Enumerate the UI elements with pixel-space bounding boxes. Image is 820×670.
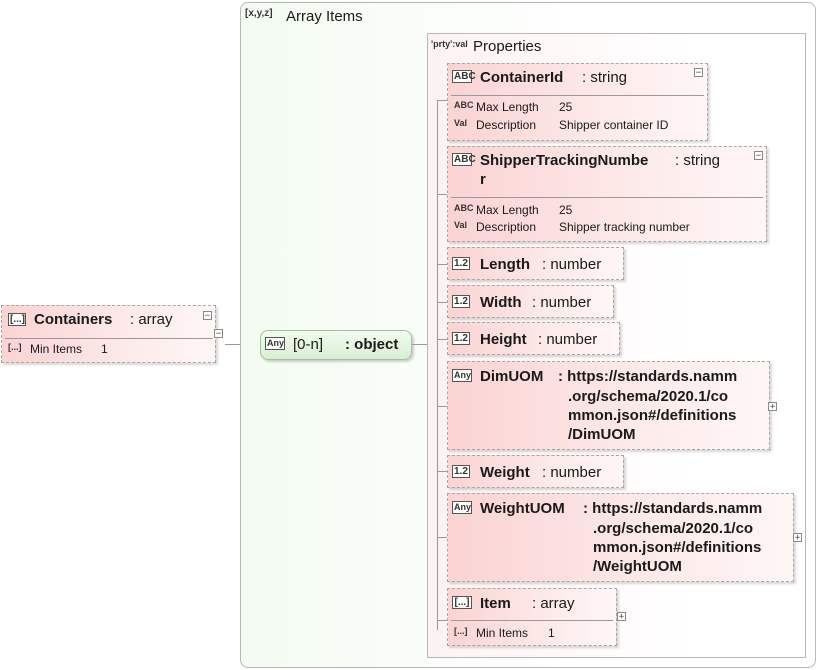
facet-icon: ABC bbox=[454, 100, 474, 110]
property-type: : number bbox=[542, 256, 602, 273]
any-icon: Any bbox=[452, 369, 472, 382]
any-icon: Any bbox=[452, 501, 472, 514]
divider bbox=[451, 95, 704, 96]
property-type-line2: .org/schema/2020.1/co bbox=[568, 388, 729, 405]
facet-icon: Val bbox=[454, 220, 468, 230]
containers-node[interactable]: [...] Containers : array − [...] Min Ite… bbox=[1, 305, 216, 363]
connector-line bbox=[437, 620, 447, 621]
containers-name: Containers bbox=[34, 311, 113, 328]
collapse-toggle-icon[interactable]: − bbox=[694, 68, 703, 78]
number-icon: 1.2 bbox=[452, 295, 470, 308]
facet-value: Shipper container ID bbox=[559, 118, 669, 132]
property-width[interactable]: 1.2 Width : number bbox=[447, 285, 614, 318]
number-icon: 1.2 bbox=[452, 257, 470, 270]
facet-value: Shipper tracking number bbox=[559, 220, 690, 234]
property-shippertrackingnumber[interactable]: ABC ShipperTrackingNumbe r : string − AB… bbox=[447, 146, 767, 242]
collapse-toggle-icon[interactable]: − bbox=[754, 151, 763, 161]
property-name: WeightUOM bbox=[480, 500, 565, 517]
any-icon: Any bbox=[265, 337, 285, 350]
array-icon: [...] bbox=[452, 596, 472, 609]
property-dimuom[interactable]: Any DimUOM : https://standards.namm .org… bbox=[447, 361, 770, 450]
facet-value: 25 bbox=[559, 100, 573, 114]
expand-toggle-icon[interactable]: + bbox=[793, 533, 802, 543]
object-node[interactable]: Any [0-n] : object bbox=[260, 330, 412, 360]
property-type-line4: /WeightUOM bbox=[593, 558, 682, 575]
property-name: Weight bbox=[480, 464, 530, 481]
property-name: ShipperTrackingNumbe bbox=[480, 152, 649, 169]
facet-value: 25 bbox=[559, 203, 573, 217]
connector-line bbox=[437, 302, 447, 303]
property-weightuom[interactable]: Any WeightUOM : https://standards.namm .… bbox=[447, 493, 794, 582]
facet-label: Description bbox=[476, 118, 537, 132]
property-type-line1: : https://standards.namm bbox=[558, 368, 738, 385]
property-item[interactable]: [...] Item : array [...] Min Items 1 bbox=[447, 588, 617, 646]
divider bbox=[5, 338, 213, 339]
property-type-line2: .org/schema/2020.1/co bbox=[593, 520, 754, 537]
connector-line bbox=[437, 406, 447, 407]
connector-line bbox=[437, 339, 447, 340]
string-icon: ABC bbox=[452, 70, 476, 83]
properties-label: Properties bbox=[473, 38, 542, 55]
property-name: ContainerId bbox=[480, 69, 564, 86]
connector-line bbox=[437, 471, 447, 472]
min-items-value: 1 bbox=[101, 342, 108, 356]
property-name: Length bbox=[480, 256, 530, 273]
facet-icon: [...] bbox=[454, 626, 468, 636]
facet-label: Max Length bbox=[476, 100, 539, 114]
connector-line bbox=[437, 194, 447, 195]
property-containerid[interactable]: ABC ContainerId : string − ABC Max Lengt… bbox=[447, 63, 708, 141]
property-type: : number bbox=[542, 464, 602, 481]
property-weight[interactable]: 1.2 Weight : number bbox=[447, 455, 624, 488]
property-type-line1: : https://standards.namm bbox=[583, 500, 763, 517]
array-facet-icon: [...] bbox=[8, 342, 22, 352]
property-height[interactable]: 1.2 Height : number bbox=[447, 322, 620, 355]
expand-toggle-icon[interactable]: + bbox=[617, 612, 626, 622]
facet-label: Max Length bbox=[476, 203, 539, 217]
containers-type: : array bbox=[130, 311, 173, 328]
property-type: : number bbox=[532, 294, 592, 311]
min-items-label: Min Items bbox=[30, 342, 83, 356]
property-type-line4: /DimUOM bbox=[568, 426, 636, 443]
divider bbox=[451, 197, 763, 198]
tree-line bbox=[437, 100, 438, 630]
facet-icon: Val bbox=[454, 118, 468, 128]
property-type: : number bbox=[538, 331, 598, 348]
property-type: : string bbox=[675, 152, 721, 169]
facet-value: 1 bbox=[548, 626, 555, 640]
property-type: : string bbox=[582, 69, 628, 86]
property-name: Item bbox=[480, 595, 511, 612]
object-range: [0-n] bbox=[293, 336, 324, 353]
connector-line bbox=[437, 537, 447, 538]
connector-line bbox=[412, 344, 427, 345]
number-icon: 1.2 bbox=[452, 332, 470, 345]
facet-label: Description bbox=[476, 220, 537, 234]
properties-tag: 'prty':val bbox=[431, 39, 468, 49]
expand-toggle-icon[interactable]: + bbox=[768, 402, 777, 412]
string-icon: ABC bbox=[452, 153, 476, 166]
property-type-line3: mmon.json#/definitions bbox=[568, 407, 737, 424]
divider bbox=[451, 620, 613, 621]
property-name: DimUOM bbox=[480, 368, 544, 385]
property-type-line3: mmon.json#/definitions bbox=[593, 539, 762, 556]
collapse-toggle-icon[interactable]: − bbox=[203, 311, 212, 321]
property-name: Width bbox=[480, 294, 522, 311]
property-length[interactable]: 1.2 Length : number bbox=[447, 247, 624, 280]
array-items-label: Array Items bbox=[286, 8, 363, 25]
property-name-wrap: r bbox=[480, 171, 486, 188]
property-type: : array bbox=[532, 595, 575, 612]
connector-line bbox=[437, 100, 447, 101]
array-items-tag: [x,y,z] bbox=[245, 8, 273, 19]
connector-collapse-icon[interactable]: − bbox=[214, 329, 223, 339]
facet-label: Min Items bbox=[476, 626, 529, 640]
property-name: Height bbox=[480, 331, 527, 348]
number-icon: 1.2 bbox=[452, 465, 470, 478]
facet-icon: ABC bbox=[454, 203, 474, 213]
connector-line bbox=[437, 264, 447, 265]
array-icon: [...] bbox=[8, 313, 26, 326]
object-type: : object bbox=[345, 336, 399, 353]
